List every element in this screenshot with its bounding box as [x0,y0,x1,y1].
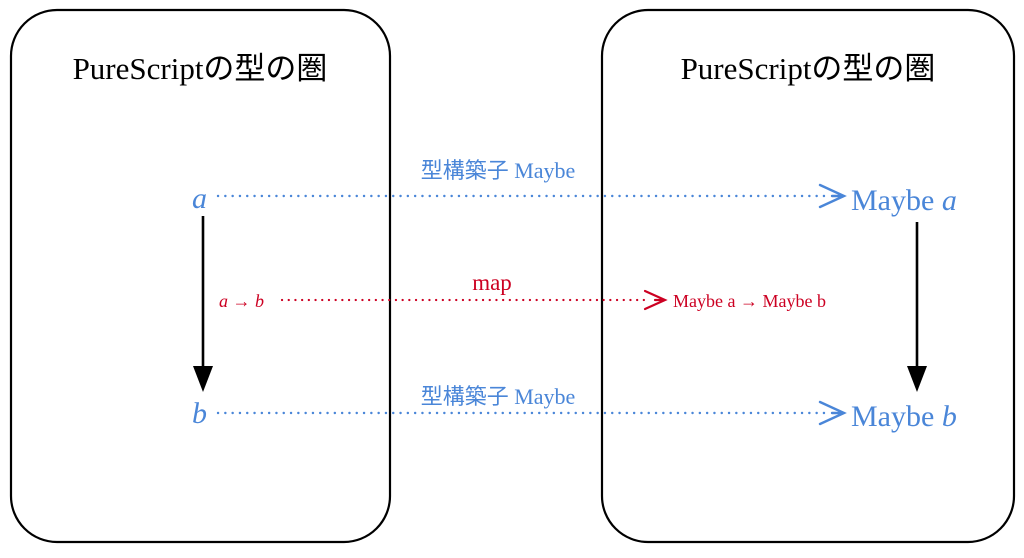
object-maybe-b-var: b [942,400,957,433]
morphism-a-to-b: a → b [219,291,264,311]
source-category-title: PureScriptの型の圏 [73,51,328,86]
object-maybe-a: Maybe a [851,184,957,217]
target-category-title: PureScriptの型の圏 [681,51,936,86]
object-maybe-a-var: a [942,184,957,217]
source-category-box [9,8,392,544]
functor-arrow-top-head [818,183,847,209]
functor-label-bottom: 型構築子 Maybe [421,384,576,409]
target-morphism-arrow-head [907,366,927,392]
object-maybe-b: Maybe b [851,400,957,433]
functor-arrow-bottom-head [818,400,847,426]
source-morphism-arrow-head [193,366,213,392]
morphism-maybe-a-to-maybe-b: Maybe a → Maybe b [673,291,826,311]
map-arrow-head [643,289,668,311]
object-maybe-a-prefix: Maybe [851,184,942,217]
functor-label-top: 型構築子 Maybe [421,158,576,183]
target-category-box [600,8,1016,544]
object-maybe-b-prefix: Maybe [851,400,942,433]
map-label: map [472,270,512,295]
object-a: a [192,182,207,215]
object-b: b [192,397,207,430]
